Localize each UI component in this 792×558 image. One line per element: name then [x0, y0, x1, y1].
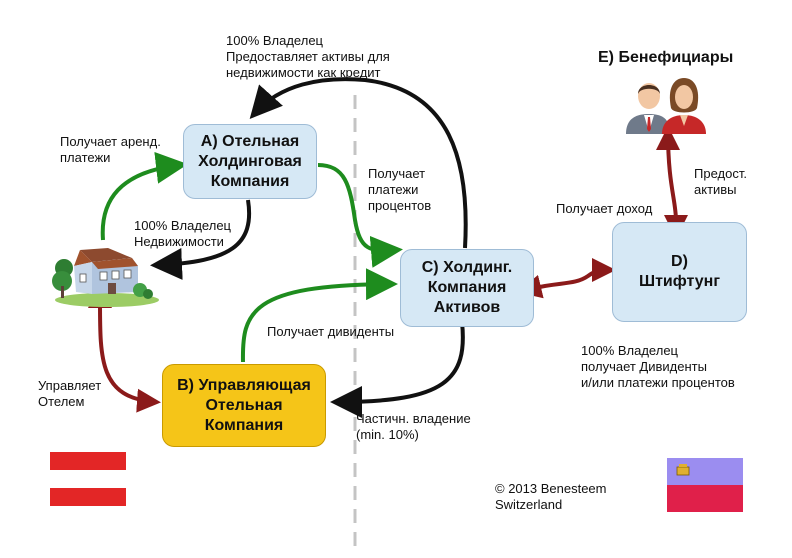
label-interest-payments: Получает платежи процентов	[368, 166, 432, 213]
arrow-house-to-a	[100, 151, 188, 241]
arrow-house-b	[88, 284, 161, 413]
beneficiaries-icon	[626, 78, 706, 134]
house-icon	[52, 248, 159, 307]
label-owner-d: 100% Владелец получает Дивиденты и/или п…	[581, 343, 735, 390]
austria-flag-icon	[50, 452, 126, 506]
label-rent-payments: Получает аренд. платежи	[60, 134, 161, 165]
box-b-label: B) Управляющая Отельная Компания	[177, 376, 311, 434]
label-dividends: Получает дивиденты	[267, 324, 395, 339]
arrow-a-to-house	[150, 199, 252, 280]
arrow-c-to-a	[249, 77, 468, 249]
liechtenstein-flag-icon	[667, 458, 743, 512]
box-a-hotel-holding: A) Отельная Холдинговая Компания	[183, 124, 317, 199]
arrow-a-to-c	[317, 163, 403, 268]
box-d-stiftung: D) Штифтунг	[612, 222, 747, 322]
label-partial-ownership: Частичн. владение (min. 10%)	[356, 411, 471, 442]
box-c-label: C) Холдинг. Компания Активов	[421, 259, 513, 316]
label-provides-assets: Предост. активы	[694, 166, 747, 197]
box-b-hotel-management: B) Управляющая Отельная Компания	[162, 364, 326, 447]
label-manages-hotel: Управляет Отелем	[38, 378, 102, 409]
box-a-label: A) Отельная Холдинговая Компания	[198, 132, 302, 190]
arrow-c-d	[517, 258, 616, 299]
arrow-b-to-c	[240, 268, 398, 363]
label-owner-property: 100% Владелец Недвижимости	[134, 218, 231, 249]
box-c-asset-holding: C) Холдинг. Компания Активов	[400, 249, 534, 327]
label-income: Получает доход	[556, 201, 653, 216]
beneficiaries-title: E) Бенефициары	[598, 49, 734, 66]
arrow-d-e	[656, 126, 688, 239]
label-owner-top: 100% Владелец Предоставляет активы для н…	[226, 33, 390, 80]
arrow-c-to-b	[330, 321, 465, 418]
copyright: © 2013 Benesteem Switzerland	[495, 481, 607, 512]
box-d-label: D) Штифтунг	[639, 253, 720, 290]
